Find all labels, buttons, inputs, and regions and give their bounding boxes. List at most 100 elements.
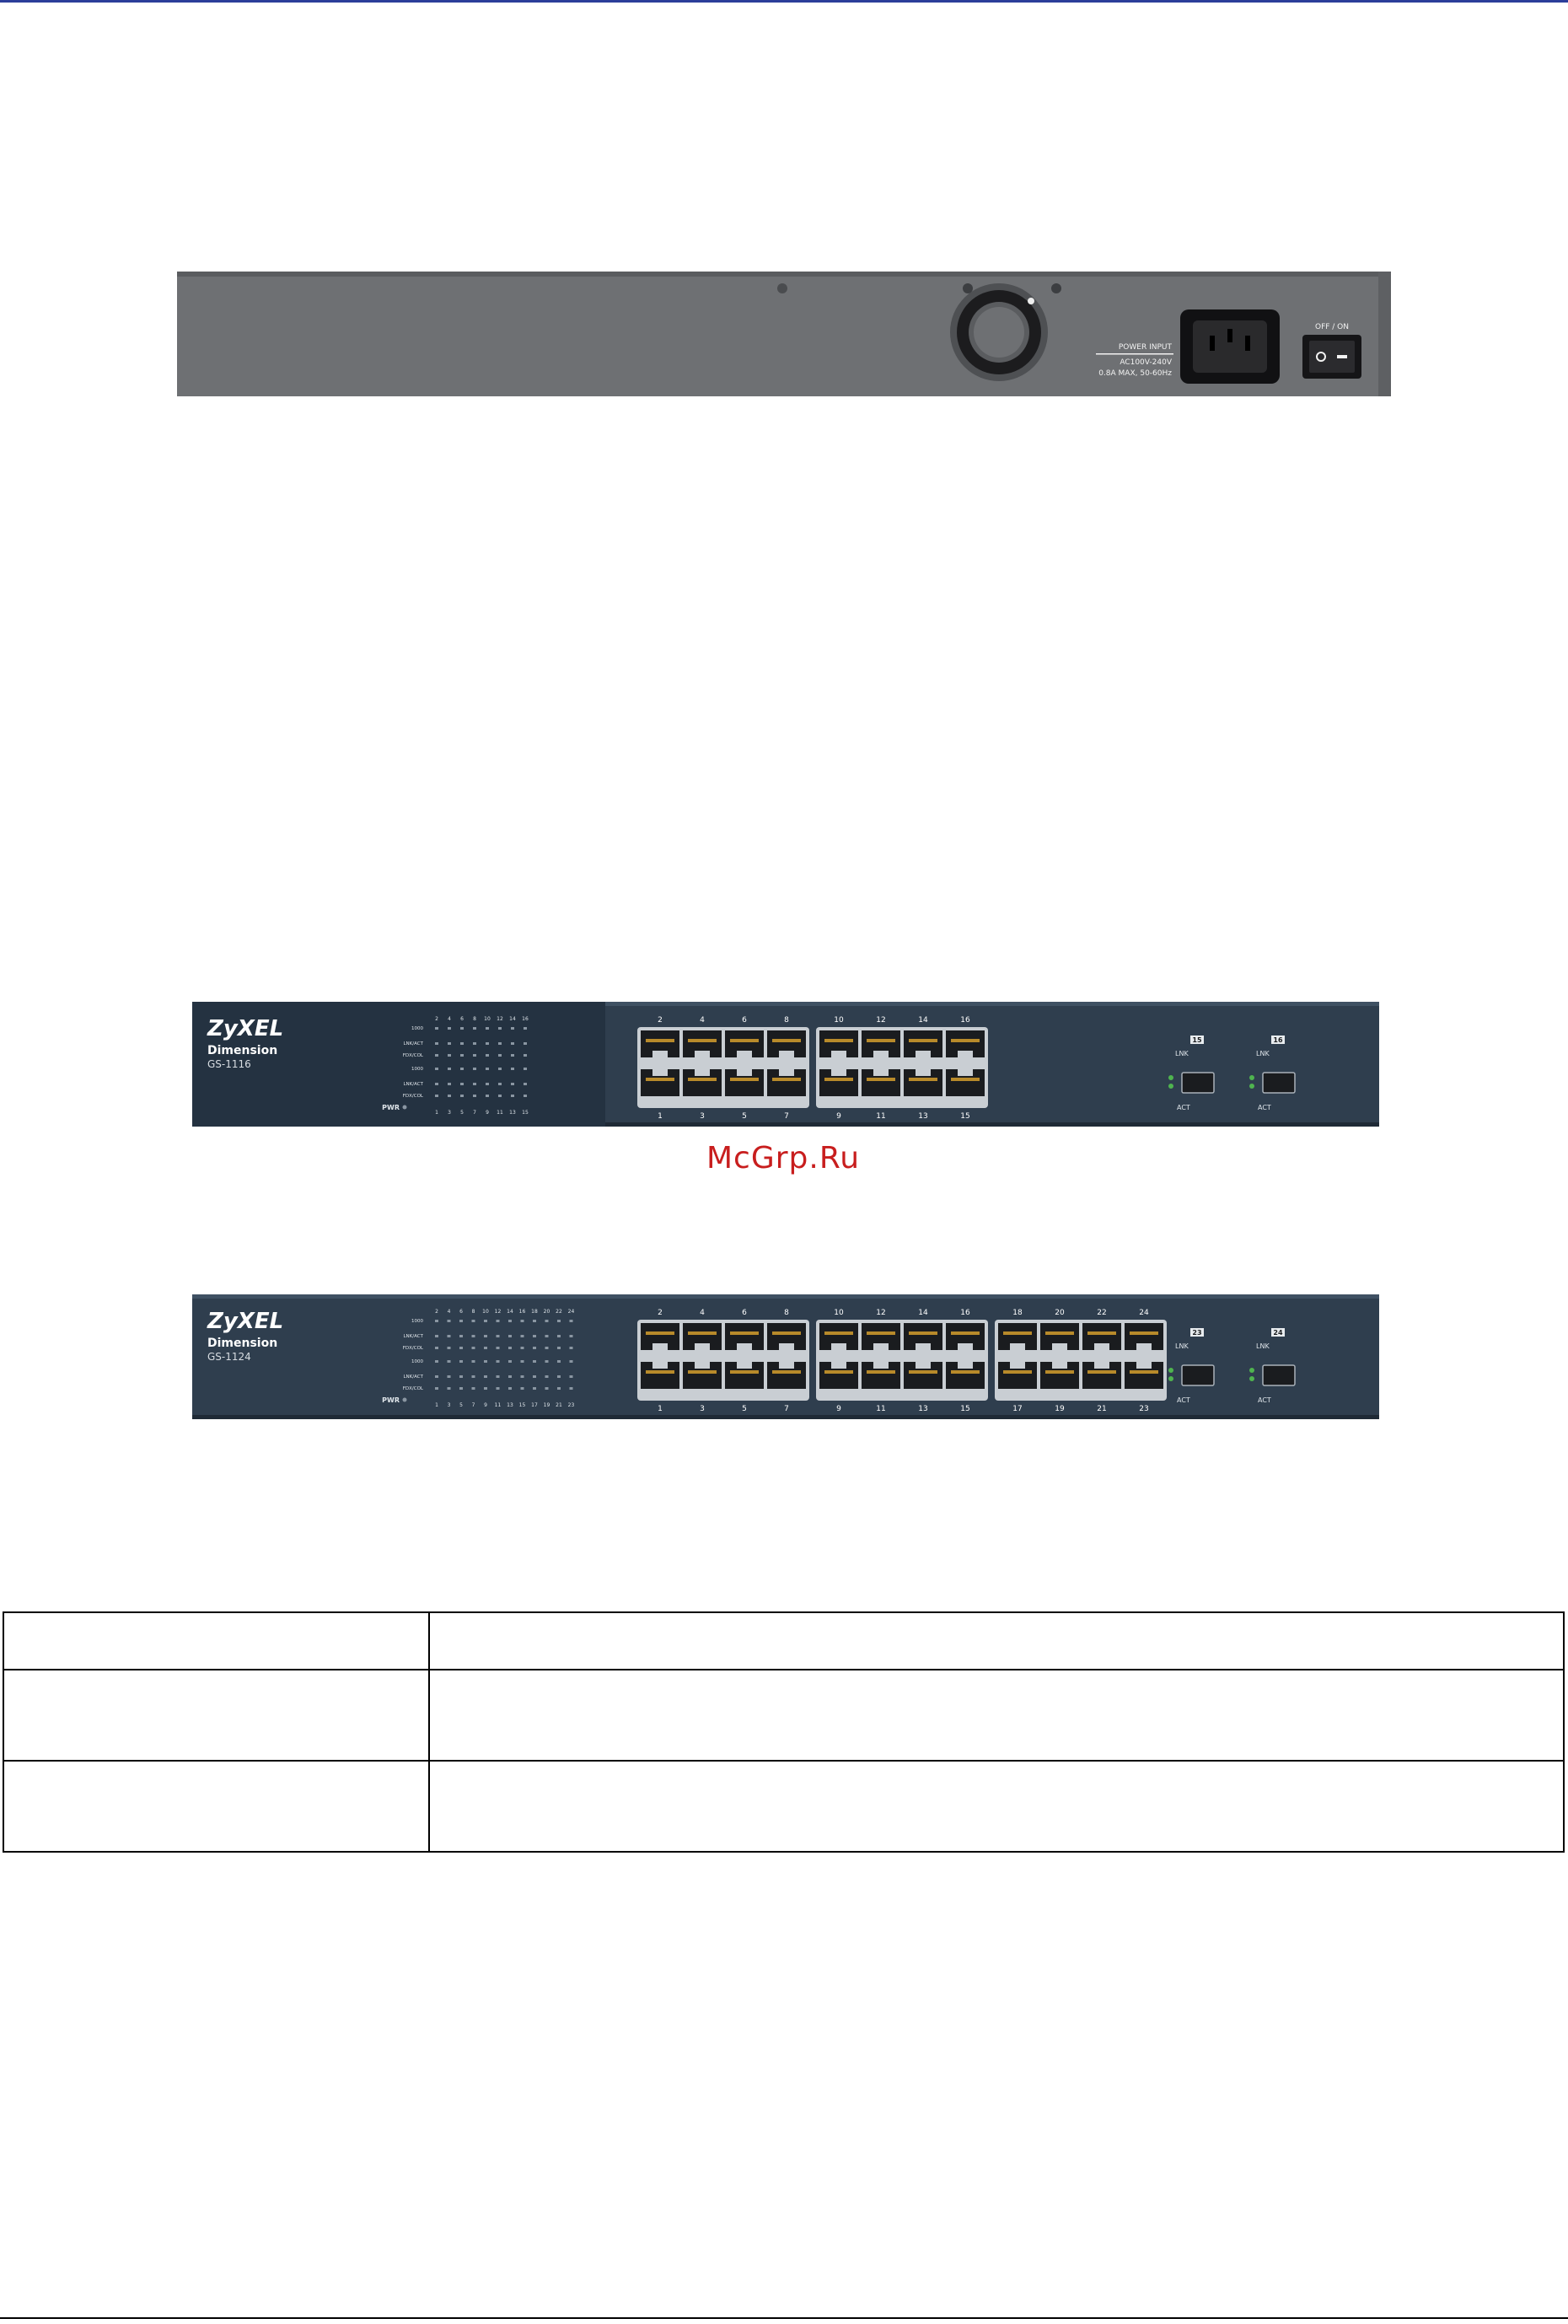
port-number: 15 <box>960 1112 969 1121</box>
led-port-number: 1 <box>435 1110 438 1116</box>
port-number: 12 <box>876 1016 885 1025</box>
rj45-latch <box>779 1069 794 1076</box>
led-row-label: LNK/ACT <box>403 1082 423 1087</box>
led-indicator <box>435 1347 438 1349</box>
led-indicator <box>471 1387 475 1390</box>
rj45-latch <box>831 1051 846 1057</box>
rj45-contacts <box>688 1078 717 1081</box>
led-indicator <box>508 1320 512 1322</box>
led-indicator <box>557 1387 561 1390</box>
rj45-contacts <box>1045 1331 1074 1335</box>
rj45-latch <box>916 1362 931 1369</box>
led-indicator <box>569 1375 573 1378</box>
led-port-number: 14 <box>509 1016 516 1022</box>
led-indicator <box>473 1083 476 1085</box>
led-indicator <box>508 1375 512 1378</box>
port-number: 10 <box>834 1016 844 1025</box>
led-port-number: 12 <box>497 1016 503 1022</box>
rj45-latch <box>1094 1362 1109 1369</box>
led-port-number: 2 <box>435 1309 438 1315</box>
led-indicator <box>473 1095 476 1097</box>
rj45-latch <box>958 1343 973 1350</box>
rj45-contacts <box>1130 1331 1158 1335</box>
led-indicator <box>448 1042 451 1045</box>
led-indicator <box>545 1335 549 1337</box>
led-indicator <box>569 1335 573 1337</box>
led-indicator <box>448 1027 451 1030</box>
sfp-number: 16 <box>1273 1036 1283 1044</box>
rj45-contacts <box>1130 1370 1158 1374</box>
sfp-slot <box>1262 1364 1296 1386</box>
sfp-number: 15 <box>1192 1036 1202 1044</box>
port-number: 3 <box>700 1112 705 1121</box>
table-row <box>3 1760 1565 1853</box>
led-indicator <box>557 1375 561 1378</box>
rj45-contacts <box>909 1039 937 1042</box>
led-indicator <box>459 1387 463 1390</box>
led-port-number: 6 <box>459 1309 463 1315</box>
rj45-contacts <box>951 1331 980 1335</box>
rj45-latch <box>1094 1343 1109 1350</box>
fan-vent-icon <box>950 283 1061 381</box>
port-number: 10 <box>834 1309 844 1317</box>
table-cell <box>3 1669 430 1762</box>
led-indicator <box>520 1360 524 1363</box>
led-indicator <box>484 1360 487 1363</box>
table-cell <box>3 1611 430 1670</box>
port-number: 17 <box>1012 1405 1022 1413</box>
led-indicator <box>447 1375 451 1378</box>
sfp-led <box>1168 1376 1173 1381</box>
rj45-latch <box>831 1343 846 1350</box>
top-rule <box>0 0 1568 3</box>
led-indicator <box>520 1320 524 1322</box>
sfp-act-label: ACT <box>1177 1396 1190 1404</box>
rj45-contacts <box>867 1078 895 1081</box>
port-number: 15 <box>960 1405 969 1413</box>
rj45-latch <box>652 1051 668 1057</box>
rj45-latch <box>958 1362 973 1369</box>
led-indicator <box>486 1027 489 1030</box>
rj45-latch <box>737 1069 752 1076</box>
led-port-number: 10 <box>484 1016 491 1022</box>
led-port-number: 3 <box>448 1110 451 1116</box>
rj45-latch <box>1136 1343 1152 1350</box>
port-number: 11 <box>876 1112 885 1121</box>
power-switch[interactable] <box>1302 335 1361 379</box>
led-indicator <box>498 1083 502 1085</box>
sfp-number-badge <box>1271 1328 1285 1337</box>
sfp-slot <box>1181 1364 1215 1386</box>
led-indicator <box>520 1387 524 1390</box>
rj45-contacts <box>772 1370 801 1374</box>
led-indicator <box>448 1068 451 1070</box>
led-indicator <box>435 1068 438 1070</box>
led-indicator <box>524 1083 527 1085</box>
led-indicator <box>484 1375 487 1378</box>
led-indicator <box>435 1387 438 1390</box>
led-port-number: 22 <box>556 1309 562 1315</box>
led-indicator <box>471 1360 475 1363</box>
port-number: 7 <box>784 1405 789 1413</box>
led-indicator <box>486 1054 489 1057</box>
sfp-number: 23 <box>1192 1329 1201 1337</box>
led-port-number: 17 <box>531 1402 538 1408</box>
rj45-contacts <box>730 1370 759 1374</box>
model-name: GS-1116 <box>207 1058 251 1070</box>
led-indicator <box>557 1347 561 1349</box>
led-indicator <box>471 1335 475 1337</box>
led-indicator <box>520 1335 524 1337</box>
power-input-label: POWER INPUT <box>1119 343 1173 352</box>
rj45-latch <box>916 1343 931 1350</box>
rj45-contacts <box>909 1078 937 1081</box>
rj45-latch <box>652 1069 668 1076</box>
led-indicator <box>471 1347 475 1349</box>
led-port-number: 12 <box>495 1309 502 1315</box>
rj45-latch <box>695 1069 710 1076</box>
led-port-number: 14 <box>507 1309 513 1315</box>
port-group-frame <box>637 1027 809 1108</box>
port-number: 12 <box>876 1309 885 1317</box>
led-indicator <box>498 1027 502 1030</box>
table-row <box>3 1669 1565 1762</box>
